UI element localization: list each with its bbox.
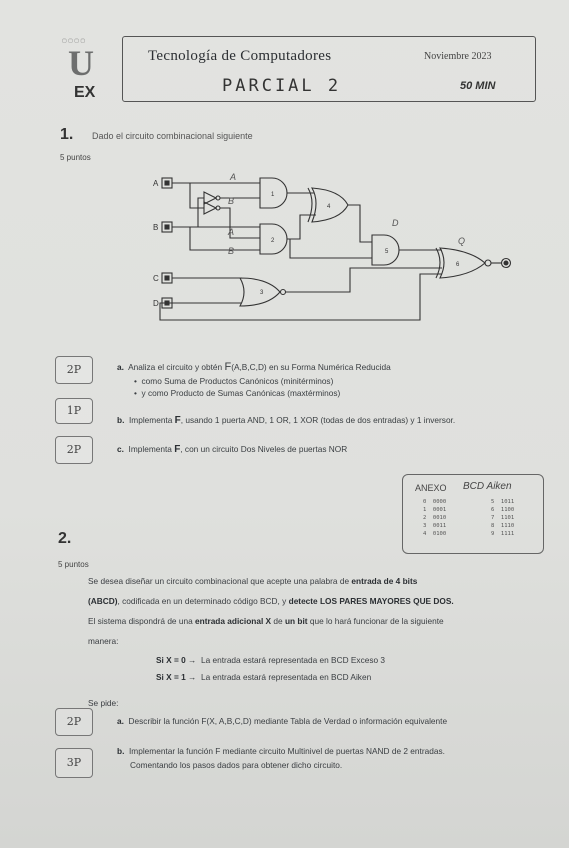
part-2b: b. Implementar la función F mediante cir…	[117, 746, 445, 756]
wire-label-a-bar: A	[227, 227, 234, 237]
combinational-circuit: A B C D	[153, 172, 512, 321]
wire-label-b: B	[228, 246, 234, 256]
q2-asked: Se pide:	[88, 698, 119, 708]
gate-number-2: 2	[271, 238, 275, 244]
exam-date: Noviembre 2023	[424, 51, 492, 62]
score-box-2a: 2P	[55, 708, 93, 736]
rule-x1: Si X = 1 → La entrada estará representad…	[156, 672, 372, 682]
part-1a-text-before: Analiza el circuito y obtén	[128, 362, 225, 372]
input-label-c: C	[153, 274, 159, 283]
part-2a: a. Describir la función F(X, A,B,C,D) me…	[117, 716, 448, 726]
question-2-number: 2.	[58, 530, 72, 547]
input-label-b: B	[153, 223, 158, 232]
gate-number-3: 3	[260, 290, 264, 296]
wire-label-d: D	[392, 218, 399, 228]
question-1-statement: Dado el circuito combinacional siguiente	[92, 131, 253, 141]
score-box-1a: 2P	[55, 356, 93, 384]
part-2b-line2: Comentando los pasos dados para obtener …	[130, 760, 343, 770]
question-2-points: 5 puntos	[58, 560, 89, 569]
q2-paragraph-line3: El sistema dispondrá de una entrada adic…	[88, 616, 444, 626]
gate-number-4: 4	[327, 204, 331, 210]
input-label-a: A	[153, 179, 159, 188]
exam-name: PARCIAL 2	[222, 76, 342, 96]
annex-bcd-table: ANEXO BCD Aiken 0 0000 1 0001 2 0010 3 0…	[402, 474, 544, 554]
annex-subtitle: BCD Aiken	[463, 481, 512, 492]
bullet-1: • como Suma de Productos Canónicos (mini…	[134, 376, 334, 386]
wire-label-a: A	[229, 172, 236, 182]
gate-number-1: 1	[271, 192, 275, 198]
university-logo: ▢ ▢ ▢ ▢ U EX	[62, 38, 96, 101]
score-box-1b: 1P	[55, 398, 93, 424]
part-1a-letter: a.	[117, 362, 124, 372]
gate-number-5: 5	[385, 249, 389, 255]
rule-x0: Si X = 0 → La entrada estará representad…	[156, 655, 386, 665]
output-label-q: Q	[458, 236, 465, 246]
bullet-2: • y como Producto de Sumas Canónicas (ma…	[134, 388, 341, 398]
q2-paragraph-line1: Se desea diseñar un circuito combinacion…	[88, 576, 418, 586]
part-1b-letter: b.	[117, 415, 125, 425]
score-box-1c: 2P	[55, 436, 93, 464]
q2-paragraph-line4: manera:	[88, 636, 119, 646]
wire-label-b-bar: B	[228, 196, 234, 206]
annex-title: ANEXO	[415, 483, 447, 493]
part-1b: b. Implementa F, usando 1 puerta AND, 1 …	[117, 415, 456, 426]
gate-number-6: 6	[456, 262, 460, 268]
score-box-2b: 3P	[55, 748, 93, 778]
input-terminals	[161, 177, 173, 309]
header-box	[122, 36, 536, 102]
part-1c-letter: c.	[117, 444, 124, 454]
course-title: Tecnología de Computadores	[148, 48, 332, 64]
part-1a-func: F	[224, 361, 232, 373]
q2-paragraph-line2: (ABCD), codificada en un determinado cód…	[88, 596, 454, 606]
part-1a: a. Analiza el circuito y obtén F(A,B,C,D…	[117, 361, 391, 373]
exam-duration: 50 MIN	[460, 80, 496, 92]
input-label-d: D	[153, 299, 159, 308]
question-1-number: 1.	[60, 126, 74, 143]
part-1a-text-after: (A,B,C,D) en su Forma Numérica Reducida	[231, 362, 391, 372]
question-1-points: 5 puntos	[60, 153, 91, 162]
part-1c: c. Implementa F, con un circuito Dos Niv…	[117, 444, 348, 455]
